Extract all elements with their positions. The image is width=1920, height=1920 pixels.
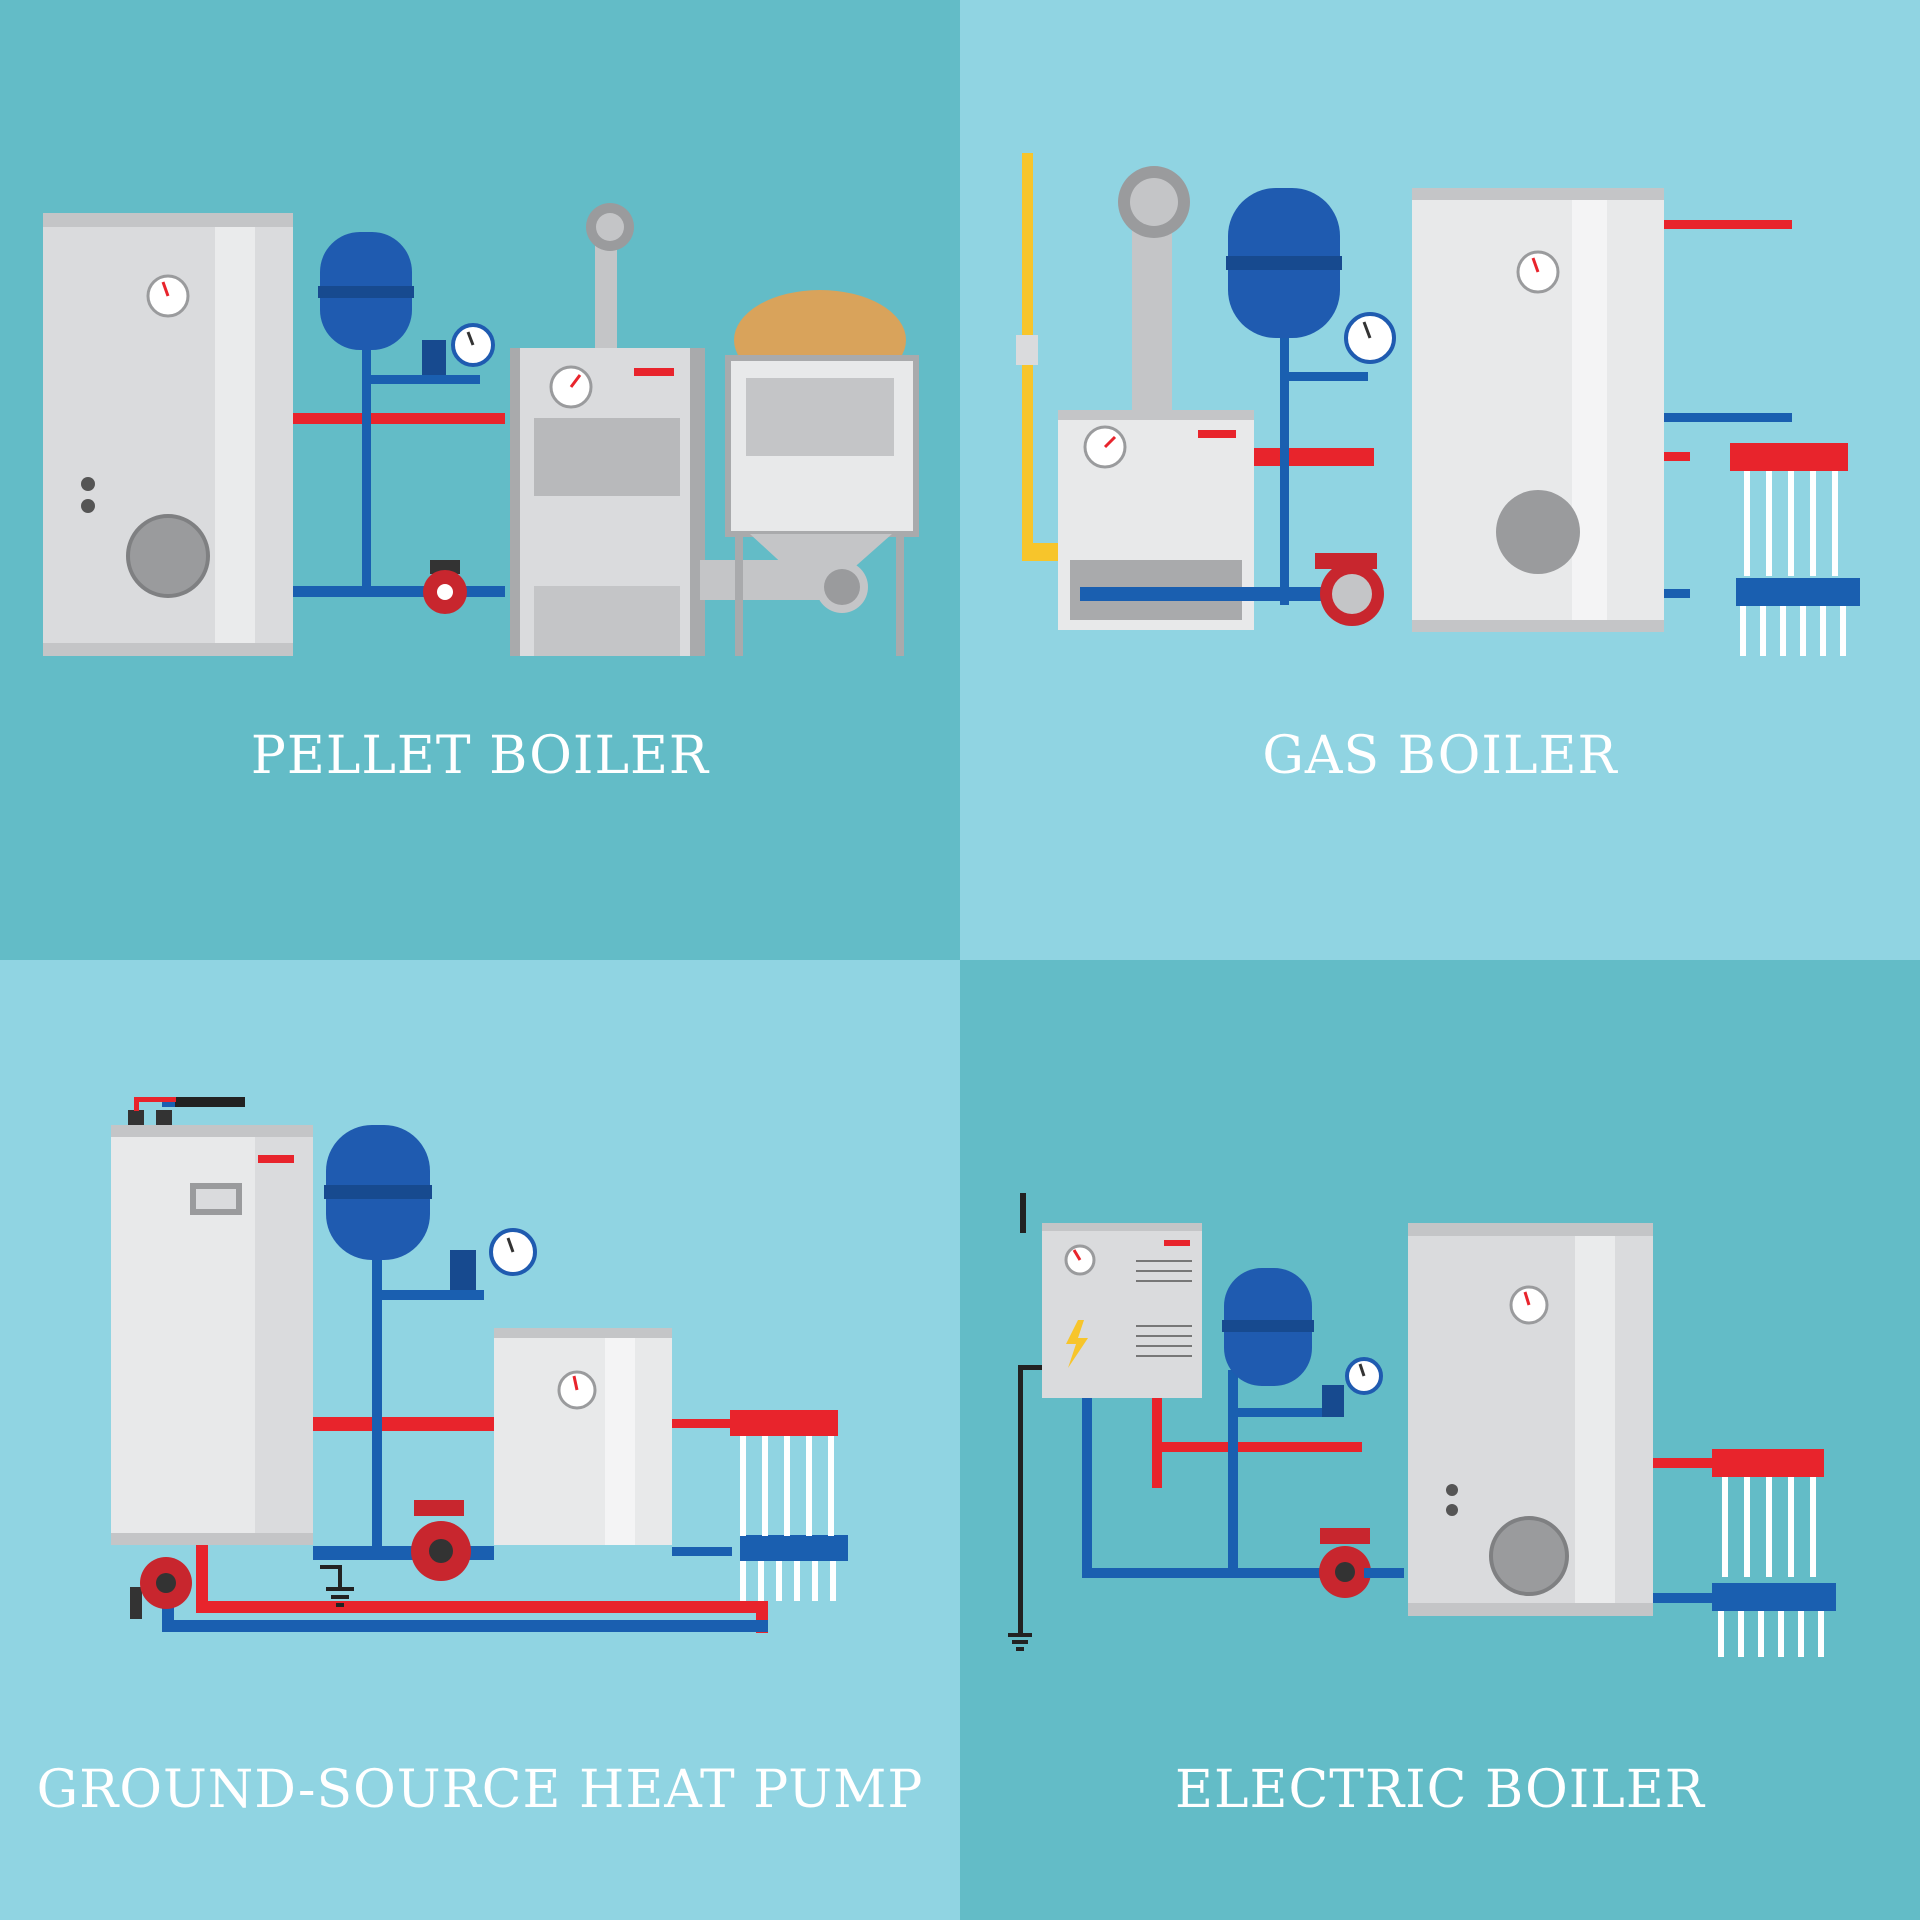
expansion-tank-icon [324, 1125, 432, 1260]
electric-boiler-icon [1042, 1223, 1202, 1398]
storage-tank-icon [494, 1328, 672, 1545]
pressure-gauge-icon [1322, 1357, 1383, 1417]
storage-tank-icon [43, 213, 293, 656]
panel-gas-boiler: GAS BOILER [960, 0, 1920, 960]
caption-ground-source-heat-pump: GROUND-SOURCE HEAT PUMP [36, 1760, 924, 1820]
power-terminal-icon [128, 1097, 245, 1128]
expansion-tank-icon [1226, 188, 1342, 338]
panel-pellet-boiler: PELLET BOILER [0, 0, 960, 960]
pressure-gauge-icon [422, 323, 495, 375]
manifold-icon [1730, 443, 1860, 656]
storage-tank-icon [1412, 188, 1664, 632]
expansion-tank-icon [1222, 1268, 1314, 1386]
circulation-pump-icon [411, 1500, 471, 1581]
heat-pump-unit-icon [111, 1125, 313, 1545]
panel-ground-source-heat-pump: GROUND-SOURCE HEAT PUMP [0, 960, 960, 1920]
gas-boiler-illustration [1016, 153, 1860, 656]
circulation-pump-icon [1315, 553, 1384, 626]
expansion-tank-icon [318, 232, 414, 350]
power-cable [1020, 1193, 1026, 1233]
caption-pellet-boiler: PELLET BOILER [250, 726, 710, 786]
cold-pipe [293, 586, 505, 597]
hot-pipe [293, 413, 505, 424]
chimney-icon [1118, 166, 1190, 410]
lightning-icon [1066, 1320, 1088, 1368]
pellet-boiler-icon [510, 203, 705, 656]
pellet-hopper-icon [700, 290, 919, 656]
manifold-icon [730, 1410, 848, 1601]
heat-pump-illustration [111, 1097, 848, 1633]
circulation-pump-icon [423, 560, 467, 614]
pressure-gauge-icon [1344, 312, 1396, 364]
ground-symbol-icon [320, 1565, 354, 1607]
electric-boiler-illustration [1008, 1193, 1836, 1657]
gas-pipe [1016, 153, 1068, 561]
ground-symbol-icon [1008, 1365, 1048, 1651]
caption-gas-boiler: GAS BOILER [1262, 726, 1618, 786]
circulation-pump-icon [130, 1557, 192, 1619]
pellet-boiler-illustration [43, 203, 919, 656]
storage-tank-icon [1408, 1223, 1653, 1616]
circulation-pump-icon [1319, 1528, 1371, 1598]
pressure-gauge-icon [450, 1228, 537, 1290]
caption-electric-boiler: ELECTRIC BOILER [1175, 1760, 1705, 1820]
manifold-icon [1712, 1449, 1836, 1657]
panel-electric-boiler: ELECTRIC BOILER [960, 960, 1920, 1920]
